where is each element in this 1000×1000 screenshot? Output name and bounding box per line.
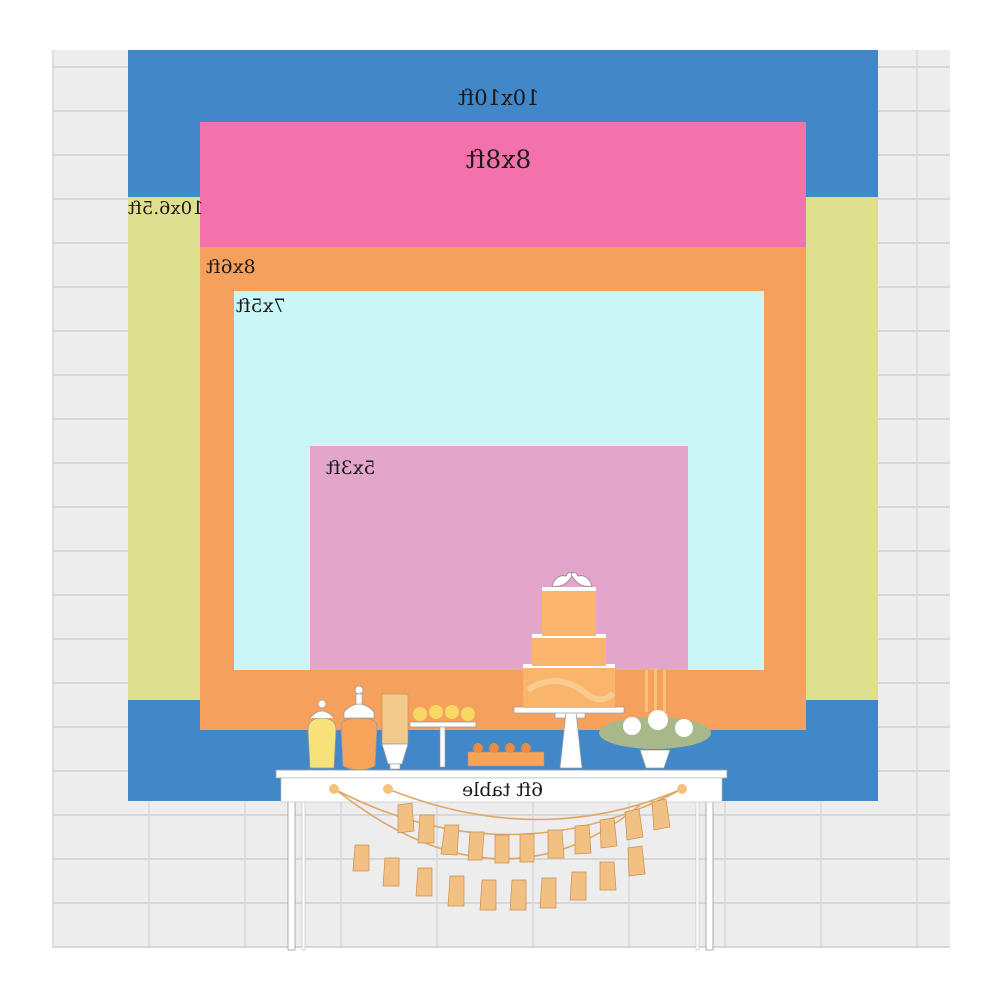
wedding-cake	[513, 587, 625, 769]
label-6ft-table: 6ft table	[462, 779, 544, 801]
candles	[645, 668, 666, 712]
candy-jar-yellow	[307, 699, 337, 769]
table-legs	[287, 799, 714, 951]
breadstick-glass	[381, 693, 409, 770]
garland-beads	[329, 784, 687, 794]
candy-jar-orange	[340, 685, 378, 771]
zone-5x3ft	[310, 446, 688, 670]
dove-topper-icon	[551, 572, 593, 587]
table-top	[275, 769, 728, 803]
flower-arrangement	[599, 710, 711, 769]
cake-pops-tray	[467, 743, 545, 767]
garland-tassels	[352, 798, 671, 911]
cupcake-stand	[409, 705, 477, 768]
zone-8x8ft	[200, 122, 806, 248]
